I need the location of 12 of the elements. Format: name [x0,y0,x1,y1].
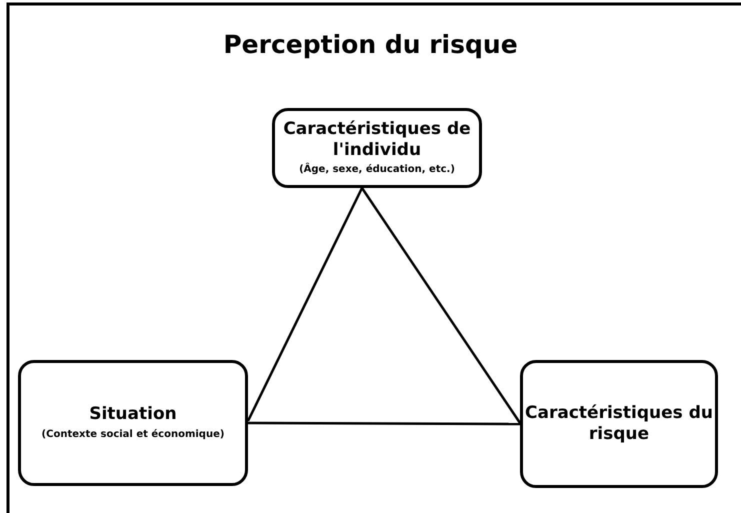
rounded-box [272,108,482,188]
box-heading: Caractéristiques du risque [524,402,714,446]
connector-line [360,187,522,424]
rounded-box [520,360,718,488]
rounded-box [18,360,248,486]
box-heading: Situation [89,404,177,426]
connector-line [248,422,520,426]
box-heading: Caractéristiques de l'individu [282,118,472,162]
box-subtext: (Contexte social et économique) [42,428,224,442]
diagram-title: Perception du risque [222,30,519,59]
box-subtext: (Âge, sexe, éducation, etc.) [299,163,455,178]
connector-line [246,187,364,422]
